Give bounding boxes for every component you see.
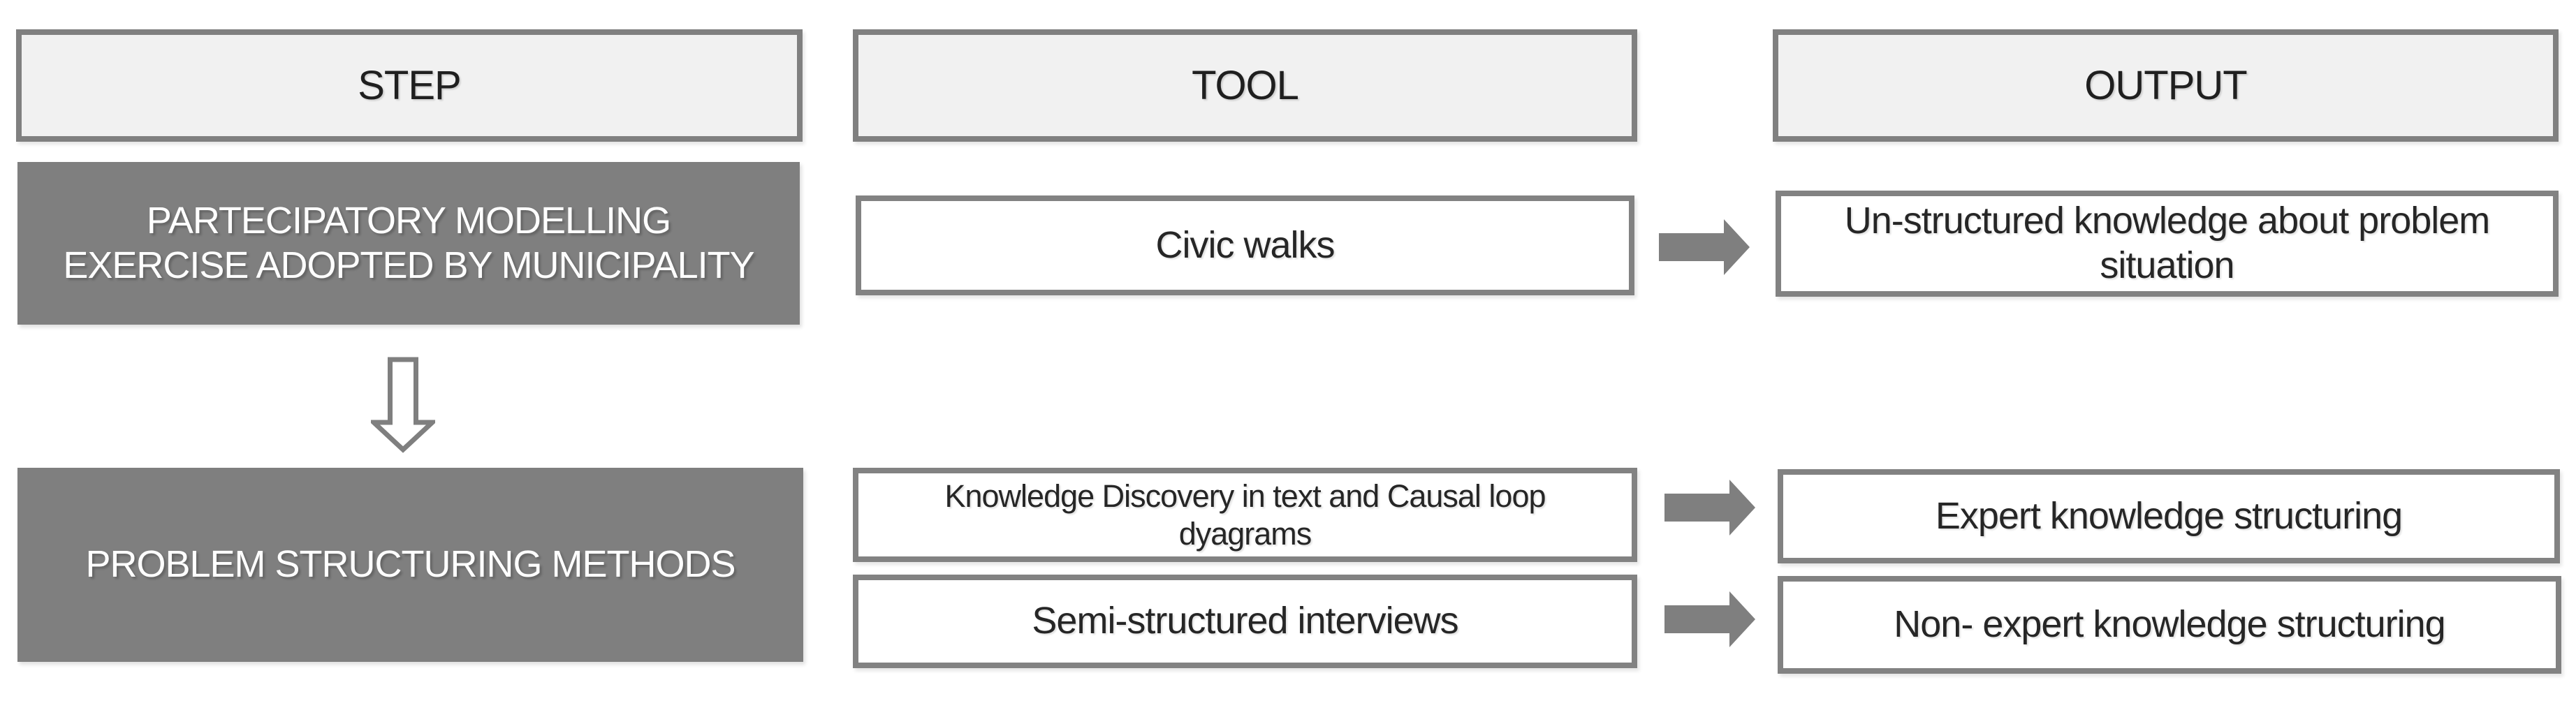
output-box-non-expert-knowledge: Non- expert knowledge structuring bbox=[1778, 576, 2561, 674]
step-box-problem-structuring-methods-label: PROBLEM STRUCTURING METHODS bbox=[85, 543, 736, 586]
step-box-participatory-modelling-label: PARTECIPATORY MODELLING EXERCISE ADOPTED… bbox=[63, 199, 754, 286]
tool-box-knowledge-discovery-label: Knowledge Discovery in text and Causal l… bbox=[944, 478, 1546, 552]
column-header-tool: TOOL bbox=[853, 29, 1637, 142]
column-header-output: OUTPUT bbox=[1773, 29, 2559, 142]
arrow-right-icon bbox=[1664, 591, 1755, 647]
step-box-participatory-modelling: PARTECIPATORY MODELLING EXERCISE ADOPTED… bbox=[17, 162, 800, 325]
output-box-expert-knowledge: Expert knowledge structuring bbox=[1778, 469, 2560, 563]
column-header-tool-label: TOOL bbox=[1192, 63, 1299, 108]
arrow-right-icon bbox=[1659, 219, 1750, 275]
tool-box-knowledge-discovery: Knowledge Discovery in text and Causal l… bbox=[853, 468, 1637, 562]
tool-box-semi-structured-interviews: Semi-structured interviews bbox=[853, 575, 1637, 668]
output-box-expert-knowledge-label: Expert knowledge structuring bbox=[1935, 494, 2403, 537]
output-box-unstructured-knowledge-label: Un-structured knowledge about problem si… bbox=[1844, 200, 2491, 286]
column-header-step: STEP bbox=[16, 29, 803, 142]
output-box-unstructured-knowledge: Un-structured knowledge about problem si… bbox=[1776, 191, 2559, 297]
tool-box-semi-structured-interviews-label: Semi-structured interviews bbox=[1032, 600, 1458, 642]
tool-box-civic-walks-label: Civic walks bbox=[1155, 223, 1335, 266]
step-box-problem-structuring-methods: PROBLEM STRUCTURING METHODS bbox=[17, 468, 803, 662]
arrow-right-icon bbox=[1664, 480, 1755, 535]
column-header-step-label: STEP bbox=[358, 63, 461, 108]
arrow-down-icon bbox=[371, 357, 435, 453]
output-box-non-expert-knowledge-label: Non- expert knowledge structuring bbox=[1894, 603, 2445, 646]
tool-box-civic-walks: Civic walks bbox=[856, 195, 1634, 295]
column-header-output-label: OUTPUT bbox=[2084, 63, 2247, 108]
